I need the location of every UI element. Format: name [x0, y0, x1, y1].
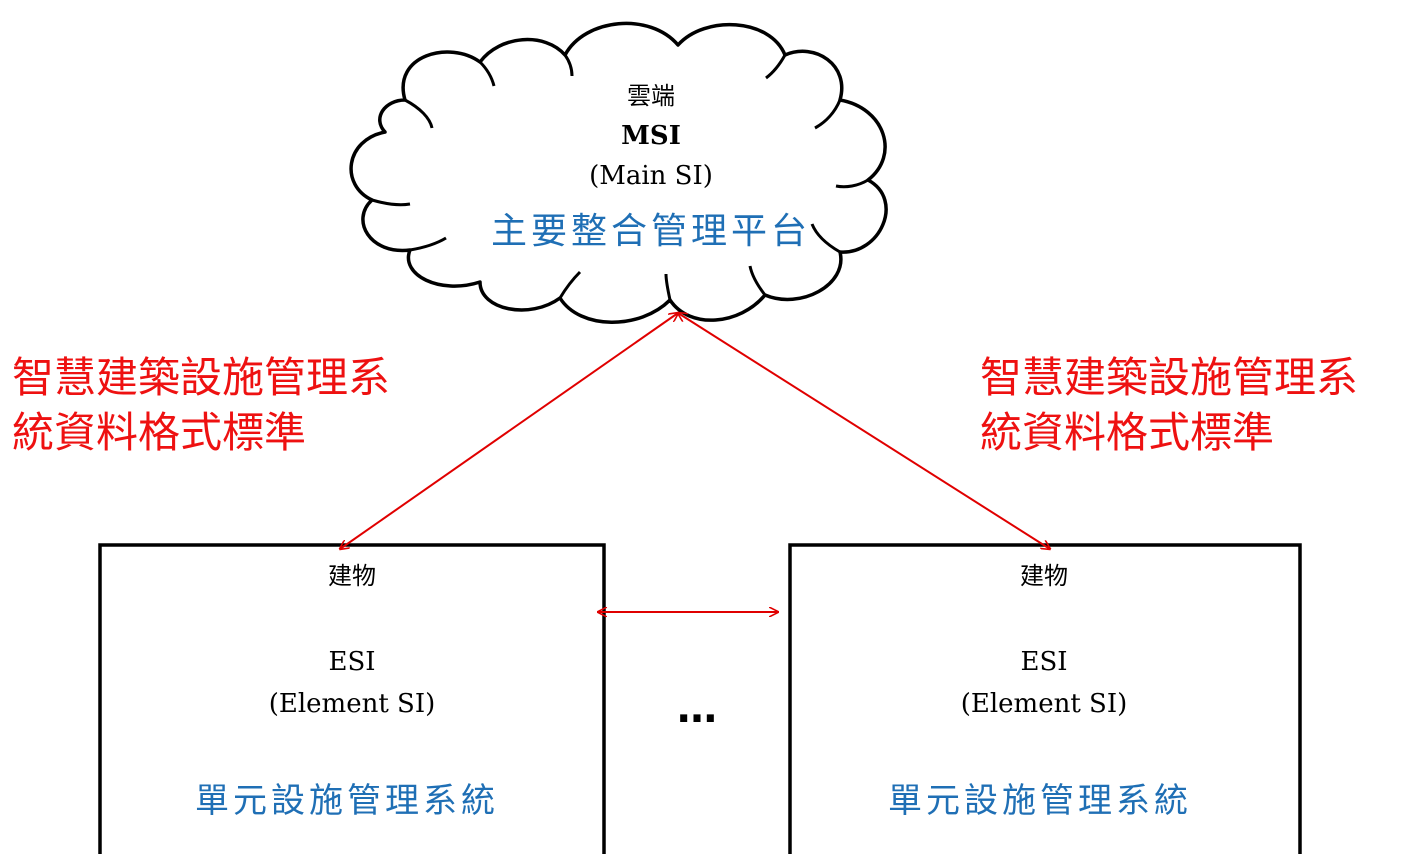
right-box-title: 單元設施管理系統	[888, 781, 1192, 821]
cloud-detail-line	[765, 54, 787, 80]
cloud-to-left-connector	[340, 313, 678, 549]
cloud-detail-line	[478, 60, 496, 87]
cloud-detail-line	[664, 273, 672, 301]
cloud-detail-line	[558, 270, 582, 299]
cloud-detail-line	[409, 236, 447, 252]
cloud-title: 主要整合管理平台	[491, 211, 811, 252]
right-building-node: 建物 ESI (Element SI) 單元設施管理系統	[788, 543, 1302, 854]
cloud-detail-line	[748, 265, 767, 296]
right-standard-label: 智慧建築設施管理系 統資料格式標準	[980, 353, 1358, 457]
left-building-node: 建物 ESI (Element SI) 單元設施管理系統	[98, 543, 606, 854]
cloud-shape	[349, 21, 888, 324]
right-label-line2: 統資料格式標準	[980, 408, 1274, 457]
cloud-to-right-connector	[678, 313, 1050, 549]
left-box-line1: 建物	[328, 562, 376, 590]
cloud-detail-line	[404, 98, 434, 129]
left-label-line1: 智慧建築設施管理系	[12, 353, 390, 402]
left-standard-label: 智慧建築設施管理系 統資料格式標準	[12, 353, 390, 457]
left-box-line2: ESI	[328, 647, 375, 677]
cloud-detail-line	[814, 99, 842, 130]
cloud-detail-line	[810, 223, 841, 254]
left-box-line3: (Element SI)	[269, 689, 436, 719]
cloud-detail-line	[563, 54, 574, 77]
right-box-line1: 建物	[1020, 562, 1068, 590]
cloud-detail-line	[371, 198, 411, 207]
left-box-title: 單元設施管理系統	[195, 781, 499, 821]
cloud-detail-line	[835, 178, 869, 189]
right-box-line3: (Element SI)	[961, 689, 1128, 719]
cloud-line3: (Main SI)	[589, 161, 713, 191]
left-label-line2: 統資料格式標準	[12, 408, 306, 457]
right-label-line1: 智慧建築設施管理系	[980, 353, 1358, 402]
cloud-node: 雲端 MSI (Main SI) 主要整合管理平台	[349, 21, 888, 324]
ellipsis: …	[677, 686, 717, 732]
right-box-line2: ESI	[1020, 647, 1067, 677]
cloud-line2: MSI	[621, 121, 681, 151]
cloud-line1: 雲端	[627, 82, 675, 110]
